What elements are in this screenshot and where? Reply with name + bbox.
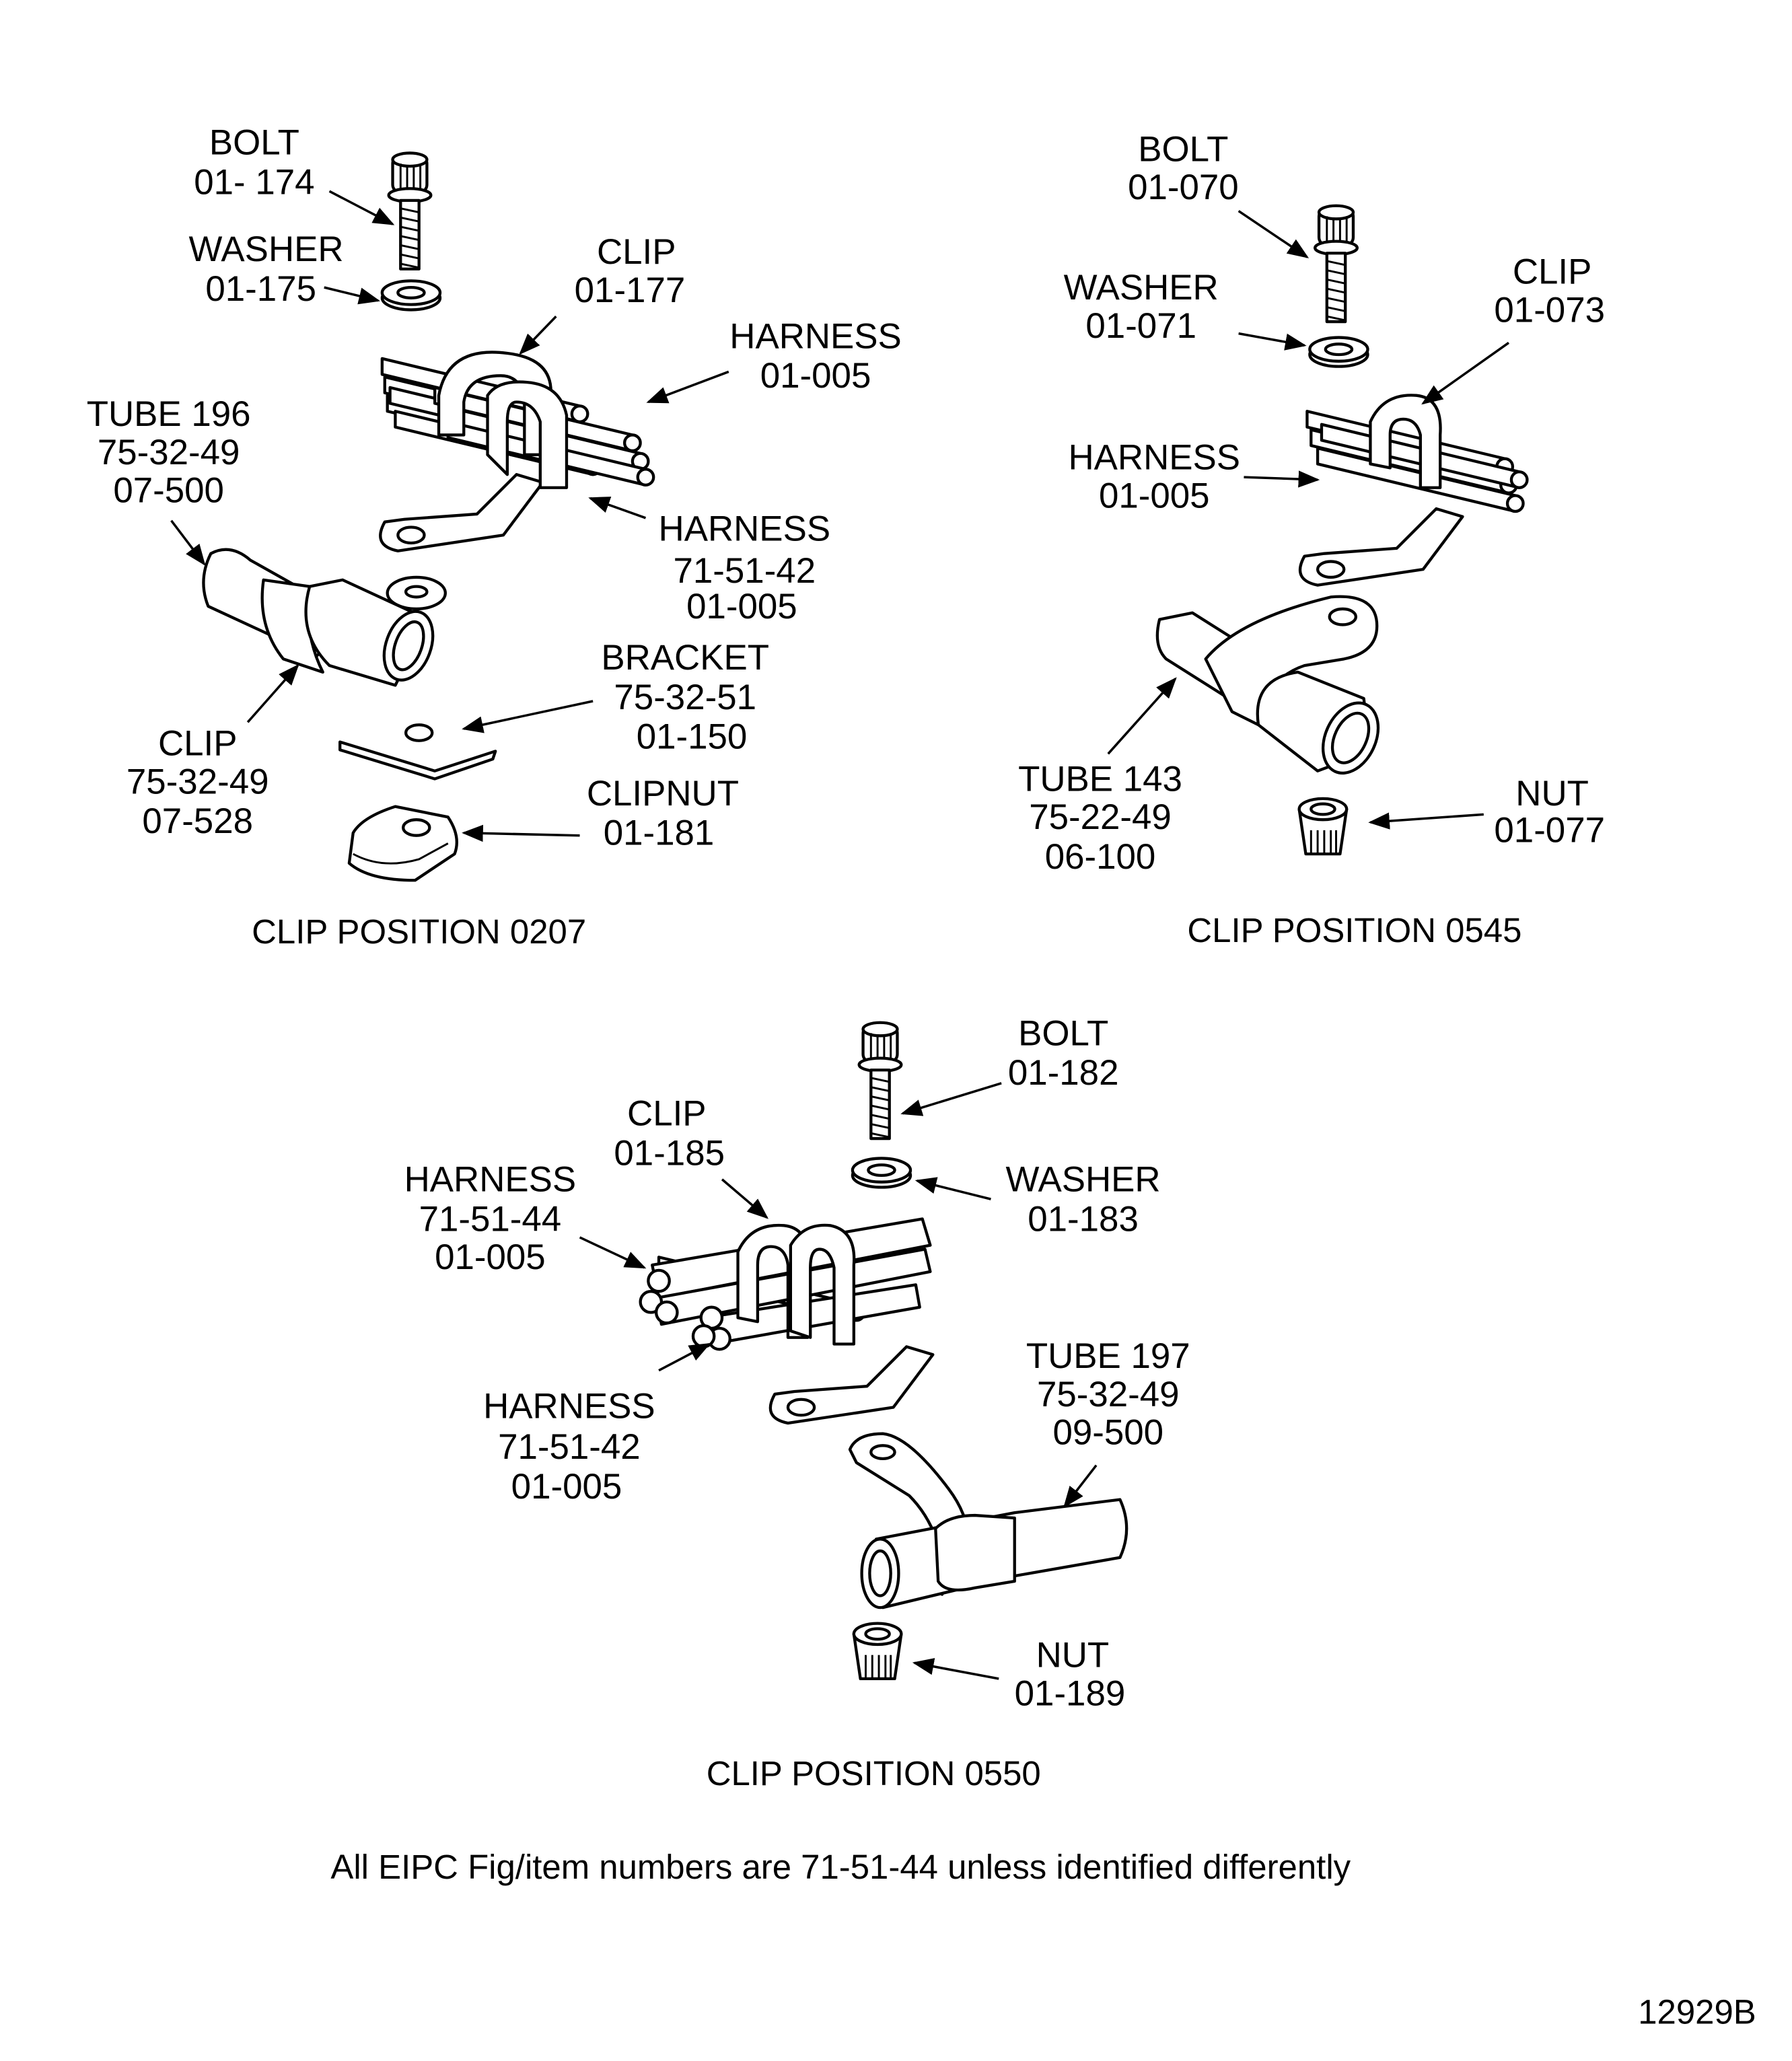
arrow-bolt	[1238, 210, 1310, 258]
harness-clip-01-177-icon	[380, 351, 653, 550]
arrow-clip	[721, 1178, 769, 1219]
tube-chapter: 75-32-49	[1037, 1375, 1180, 1414]
clipnut-label: CLIPNUT	[587, 774, 739, 813]
arrow-tube	[170, 519, 206, 566]
arrow-harness-b	[658, 1342, 711, 1372]
arrow-clip	[1421, 341, 1510, 405]
clip-number: 01-177	[575, 270, 686, 310]
arrow-clipnut	[462, 824, 580, 842]
tube-clip-label: CLIP	[158, 724, 238, 764]
bolt-01-070-icon	[1315, 206, 1357, 322]
nut-01-189-icon	[854, 1624, 901, 1679]
clip-label: CLIP	[1513, 252, 1592, 292]
harness-a-label: HARNESS	[729, 316, 902, 356]
washer-label: WASHER	[189, 229, 344, 269]
harness-b-chapter: 71-51-42	[498, 1427, 641, 1467]
tube-label: TUBE 143	[1018, 759, 1182, 799]
harness-b-label: HARNESS	[659, 509, 831, 548]
arrow-tube	[1107, 677, 1177, 755]
harness-clip-01-185-icon	[639, 1217, 933, 1424]
nut-number: 01-189	[1015, 1673, 1126, 1713]
tube-196-with-clip-icon	[202, 548, 447, 687]
caption-0550: CLIP POSITION 0550	[707, 1754, 1041, 1793]
tube-number: 06-100	[1045, 837, 1156, 877]
bolt-number: 01-182	[1008, 1053, 1119, 1093]
tube-chapter: 75-32-49	[98, 433, 240, 472]
clip-number: 01-185	[614, 1133, 725, 1173]
harness-a-label: HARNESS	[404, 1160, 577, 1200]
tube-143-with-clip-icon	[1155, 595, 1380, 775]
arrow-washer	[915, 1177, 991, 1200]
harness-a-chapter: 71-51-44	[419, 1199, 562, 1239]
bracket-chapter: 75-32-51	[614, 678, 756, 717]
washer-01-175-icon	[382, 281, 440, 310]
arrow-washer	[324, 286, 381, 305]
bolt-label: BOLT	[209, 123, 299, 163]
clip-position-0550: BOLT 01-182 CLIP 01-185 HARNESS 71-51-44…	[404, 1013, 1190, 1793]
arrow-bolt	[328, 190, 395, 225]
nut-label: NUT	[1036, 1636, 1110, 1675]
arrow-harness-a	[646, 370, 729, 404]
clipnut-01-181-icon	[347, 805, 458, 882]
washer-number: 01-183	[1028, 1199, 1139, 1239]
tube-clip-number: 07-528	[142, 801, 253, 841]
washer-number: 01-175	[205, 269, 316, 309]
bracket-number: 01-150	[637, 717, 748, 757]
tube-label: TUBE 196	[87, 394, 251, 434]
nut-01-077-icon	[1299, 799, 1347, 854]
bracket-75-32-51-icon	[338, 723, 497, 781]
arrow-harness-b	[588, 497, 647, 519]
caption-0545: CLIP POSITION 0545	[1187, 911, 1521, 949]
harness-b-number: 01-005	[511, 1467, 622, 1507]
washer-label: WASHER	[1064, 268, 1219, 308]
figure-id: 12929B	[1638, 1993, 1756, 2031]
nut-number: 01-077	[1494, 811, 1605, 851]
bolt-number: 01-070	[1128, 168, 1239, 207]
caption-0207: CLIP POSITION 0207	[252, 912, 586, 951]
washer-01-071-icon	[1310, 338, 1367, 367]
clipnut-number: 01-181	[604, 813, 715, 853]
tube-label: TUBE 197	[1026, 1336, 1190, 1376]
arrow-nut	[912, 1658, 999, 1680]
nut-label: NUT	[1515, 774, 1589, 813]
washer-01-183-icon	[853, 1158, 910, 1187]
harness-label: HARNESS	[1069, 438, 1241, 478]
washer-label: WASHER	[1006, 1160, 1161, 1200]
bolt-number: 01- 174	[194, 162, 314, 202]
arrow-bracket	[462, 700, 594, 733]
clip-position-0545: BOLT 01-070 WASHER 01-071 CLIP 01-073 HA…	[1018, 129, 1605, 949]
harness-b-chapter: 71-51-42	[674, 551, 816, 591]
washer-number: 01-071	[1085, 306, 1196, 346]
clip-number: 01-073	[1494, 290, 1605, 330]
clip-position-0207: BOLT 01- 174 WASHER 01-175 CLIP 01-177 H…	[87, 123, 902, 951]
bolt-01-182-icon	[859, 1023, 902, 1138]
arrow-bolt	[900, 1082, 1002, 1116]
tube-chapter: 75-22-49	[1029, 797, 1172, 837]
bolt-01-174-icon	[389, 153, 431, 268]
bracket-label: BRACKET	[601, 638, 769, 678]
harness-b-number: 01-005	[686, 587, 797, 626]
harness-a-number: 01-005	[760, 356, 871, 396]
arrow-tube	[1063, 1464, 1098, 1508]
harness-a-number: 01-005	[435, 1237, 546, 1277]
harness-number: 01-005	[1099, 476, 1210, 515]
tube-clip-chapter: 75-32-49	[127, 762, 269, 801]
arrow-harness-a	[579, 1236, 647, 1269]
clip-label: CLIP	[597, 232, 676, 272]
harness-b-label: HARNESS	[483, 1386, 655, 1426]
harness-clip-01-073-icon	[1300, 394, 1527, 585]
tube-number: 09-500	[1052, 1413, 1163, 1453]
arrow-tube-clip	[246, 663, 299, 723]
arrow-washer	[1238, 332, 1307, 351]
footnote: All EIPC Fig/item numbers are 71-51-44 u…	[330, 1848, 1351, 1886]
arrow-harness	[1244, 470, 1320, 488]
bolt-label: BOLT	[1018, 1013, 1108, 1053]
arrow-nut	[1368, 812, 1484, 830]
arrow-clip	[519, 315, 557, 355]
bolt-label: BOLT	[1138, 129, 1228, 169]
tube-197-with-clip-icon	[848, 1432, 1128, 1610]
tube-number: 07-500	[113, 471, 224, 511]
clip-label: CLIP	[627, 1094, 707, 1134]
